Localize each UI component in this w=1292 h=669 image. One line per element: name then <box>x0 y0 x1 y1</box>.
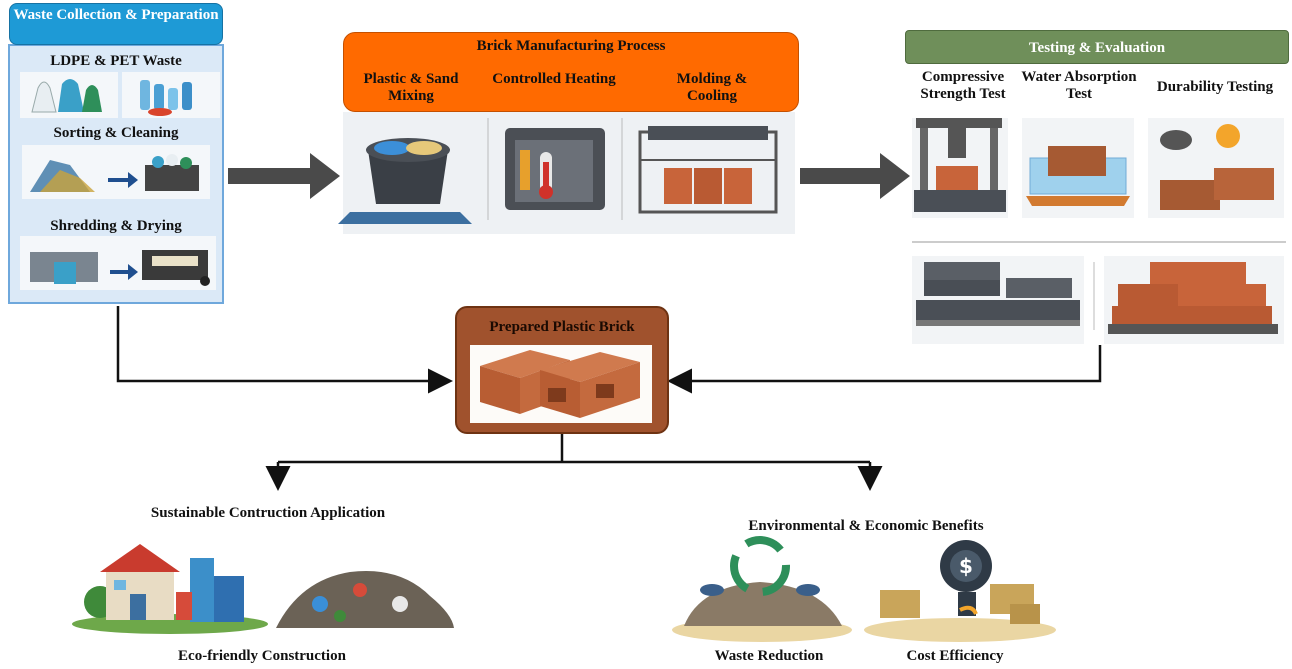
plastic-bottles-image <box>122 72 220 118</box>
plastic-bags-image <box>20 72 118 118</box>
cost-efficiency-caption: Cost Efficiency <box>906 648 1004 664</box>
durability-image <box>1148 118 1284 218</box>
hollow-brick-image <box>480 350 640 418</box>
eco-house-image <box>72 544 268 634</box>
manufacturing-step-molding: Molding & Cooling <box>676 71 748 105</box>
gray-brick-pallet-image <box>912 256 1084 344</box>
compressive-press-image <box>912 118 1008 218</box>
test-durability-label: Durability Testing <box>1156 79 1274 95</box>
line-collection-to-brick <box>116 306 453 394</box>
manufacturing-step-mixing: Plastic & Sand Mixing <box>363 71 459 105</box>
heater-oven-image <box>505 128 605 210</box>
manufacturing-header-box <box>343 32 799 112</box>
waste-step-sorting: Sorting & Cleaning <box>53 125 179 141</box>
water-absorption-image <box>1022 118 1134 218</box>
gray-arrow-2 <box>800 153 910 199</box>
testing-header: Testing & Evaluation <box>905 30 1289 64</box>
test-compressive-label: Compressive Strength Test <box>920 69 1006 103</box>
waste-collection-title: Waste Collection & Preparation <box>13 7 219 23</box>
molding-rack-image <box>638 126 778 214</box>
manufacturing-step-heating: Controlled Heating <box>492 71 616 87</box>
waste-pile-image <box>276 571 454 628</box>
gray-arrow-1 <box>228 153 340 199</box>
shredding-drying-image <box>20 236 216 290</box>
red-brick-pallet-image <box>1104 256 1284 344</box>
right-application-title: Environmental & Economic Benefits <box>748 518 984 534</box>
waste-step-ldpe: LDPE & PET Waste <box>50 53 182 69</box>
waste-reduction-caption: Waste Reduction <box>714 648 824 664</box>
waste-step-shredding: Shredding & Drying <box>50 218 182 234</box>
testing-title: Testing & Evaluation <box>1028 40 1166 56</box>
prepared-brick-title: Prepared Plastic Brick <box>489 319 635 335</box>
recycle-waste-reduction-image <box>672 536 852 642</box>
mixing-pot-image <box>338 138 472 224</box>
line-testing-to-brick <box>667 345 1102 394</box>
sorting-cleaning-image <box>22 145 210 199</box>
waste-collection-header: Waste Collection & Preparation <box>9 3 223 45</box>
manufacturing-title: Brick Manufacturing Process <box>476 38 666 54</box>
test-water-label: Water Absorption Test <box>1021 69 1137 103</box>
left-application-caption: Eco-friendly Construction <box>178 648 346 664</box>
left-application-title: Sustainable Contruction Application <box>150 505 386 521</box>
svg-text:$: $ <box>959 554 973 578</box>
cost-efficiency-image: $ <box>864 540 1056 642</box>
